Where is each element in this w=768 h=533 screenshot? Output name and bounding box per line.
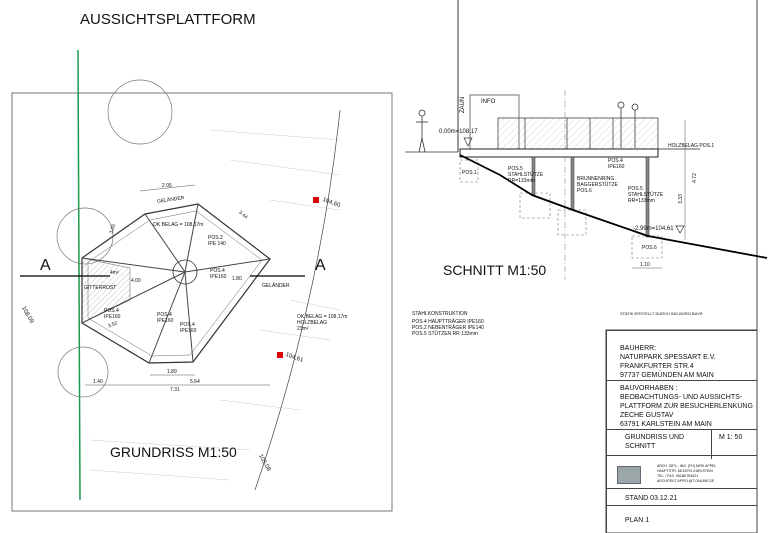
steel-row: POS.2 NEBENTRÄGER IPE140 bbox=[412, 325, 484, 331]
label-pos4: POS.4 IPE160 bbox=[210, 268, 227, 280]
dimension: 7.31 bbox=[170, 387, 180, 393]
label-holzbelag: HOLZBELAG bbox=[297, 320, 328, 326]
plan-frame bbox=[11, 92, 393, 512]
drawing-block: GRUNDRISS UND SCHNITT M 1: 50 bbox=[606, 429, 757, 459]
plan-number-block: PLAN 1 bbox=[606, 505, 757, 533]
ground-line bbox=[459, 154, 768, 259]
architect-line: ARCH. DIPL.- ING. (FH) DIRK APPEL bbox=[657, 464, 717, 468]
dimension: 1.80 bbox=[232, 276, 242, 282]
columns bbox=[531, 156, 650, 238]
person-figure bbox=[416, 109, 428, 153]
architect-block: ARCH. DIPL.- ING. (FH) DIRK APPEL HAUPTS… bbox=[606, 455, 757, 488]
plan-number: PLAN 1 bbox=[625, 517, 650, 524]
label-pos5: POS.5 STAHLSTÜTZE RR=133mm bbox=[628, 186, 664, 204]
label-pos2: POS.2 IPE 140 bbox=[208, 235, 226, 247]
beams bbox=[81, 203, 271, 364]
architect-line: TEL. / FAX. 06188 991621 bbox=[657, 474, 699, 478]
section-mark-right: A bbox=[315, 257, 326, 274]
level-bottom: -2.99m=104,61 bbox=[633, 226, 674, 232]
project-label: BAUVORHABEN : bbox=[620, 385, 678, 392]
dimension: 4.00 bbox=[131, 278, 141, 284]
label-pos4: POS.4 IPE160 bbox=[608, 158, 625, 170]
dimension: 1.89 bbox=[167, 369, 177, 375]
label-pos4: POS.4 IPE160 bbox=[180, 322, 197, 334]
architect-line: HAUPTSTR. 68 63791 KARLSTEIN bbox=[657, 469, 713, 473]
dimension: 1.10 bbox=[640, 262, 650, 268]
client-block: BAUHERR: NATURPARK SPESSART E.V. FRANKFU… bbox=[606, 330, 757, 380]
label-pos5: POS.5 STAHLSTÜTZE RR=133mm bbox=[508, 166, 544, 184]
project-line: ZECHE GUSTAV bbox=[620, 412, 674, 419]
static-note: STATIK ERSTELLT DURCH ING.BÜRO BAYR bbox=[620, 311, 703, 316]
dimension: 3.33 bbox=[677, 194, 684, 204]
label-brunnenring: BRUNNENRING BAGGERSTÜTZE POS.6 bbox=[577, 176, 618, 194]
label-area: 23m² bbox=[297, 326, 309, 332]
label-pos6: POS.6 bbox=[642, 245, 657, 251]
label-gitterrost: GITTERROST bbox=[84, 285, 117, 291]
steel-row: POS.4 HAUPTTRÄGER IPE160 bbox=[412, 319, 484, 325]
terrain-lines bbox=[89, 129, 341, 481]
footings bbox=[459, 159, 663, 259]
client-label: BAUHERR: bbox=[620, 345, 657, 352]
dimension: 1.40 bbox=[93, 379, 103, 385]
plan-caption: GRUNDRISS M1:50 bbox=[110, 444, 237, 460]
project-block: BAUVORHABEN : BEOBACHTUNGS- UND AUSSICHT… bbox=[606, 380, 757, 429]
section-caption: SCHNITT M1:50 bbox=[443, 262, 547, 278]
label-pos4: POS.4 IPE160 bbox=[157, 312, 174, 324]
label-pos1: POS.1 bbox=[462, 170, 477, 176]
client-line: 97737 GEMÜNDEN AM MAIN bbox=[620, 372, 714, 379]
property-line bbox=[77, 49, 81, 501]
elevation-point bbox=[313, 197, 319, 203]
label-area: 4m² bbox=[110, 270, 119, 276]
plan-title: AUSSICHTSPLATTFORM bbox=[80, 11, 256, 28]
label-ok-belag: OK BELAG = 108,17m bbox=[297, 314, 348, 320]
date-label: STAND 03.12.21 bbox=[625, 495, 678, 502]
railing bbox=[497, 117, 659, 151]
label-pos4: POS.4 IPE160 bbox=[104, 308, 121, 320]
dimension: 4.72 bbox=[691, 173, 698, 183]
architect-logo bbox=[617, 466, 641, 484]
dimension: 2.05 bbox=[162, 183, 172, 189]
elevation-point bbox=[277, 352, 283, 358]
project-line: 63791 KARLSTEIN AM MAIN bbox=[620, 421, 712, 428]
dimension: 5.64 bbox=[190, 379, 200, 385]
steel-row: POS.5 STÜTZEN RR 133mm bbox=[412, 331, 478, 337]
steel-heading: STAHLKONSTRUKTION bbox=[412, 311, 468, 317]
label-info: INFO bbox=[481, 99, 496, 105]
label-zaun: ZAUN bbox=[460, 96, 467, 114]
label-holzbelag: HOLZBELAG POS.1 bbox=[668, 143, 715, 149]
platform-outline bbox=[81, 203, 271, 364]
architect-line: ARCHITEKT.APPEL@T-ONLINE.DE bbox=[657, 479, 715, 483]
level-top: 0.00m=108,17 bbox=[439, 129, 478, 135]
project-line: BEOBACHTUNGS- UND AUSSICHTS- bbox=[620, 394, 743, 401]
drawing-name: GRUNDRISS UND SCHNITT bbox=[625, 434, 685, 450]
section-mark-left: A bbox=[40, 257, 51, 274]
contour-line bbox=[254, 109, 341, 491]
date-block: STAND 03.12.21 bbox=[606, 488, 757, 505]
client-line: FRANKFURTER STR.4 bbox=[620, 363, 694, 370]
drawing-scale: M 1: 50 bbox=[711, 430, 742, 459]
deck bbox=[459, 148, 659, 158]
client-line: NATURPARK SPESSART E.V. bbox=[620, 354, 716, 361]
project-line: PLATTFORM ZUR BESUCHERLENKUNG bbox=[620, 403, 753, 410]
label-ok-belag: OK BELAG = 108,17m bbox=[153, 222, 204, 228]
label-gelaender: GELÄNDER bbox=[262, 283, 290, 289]
